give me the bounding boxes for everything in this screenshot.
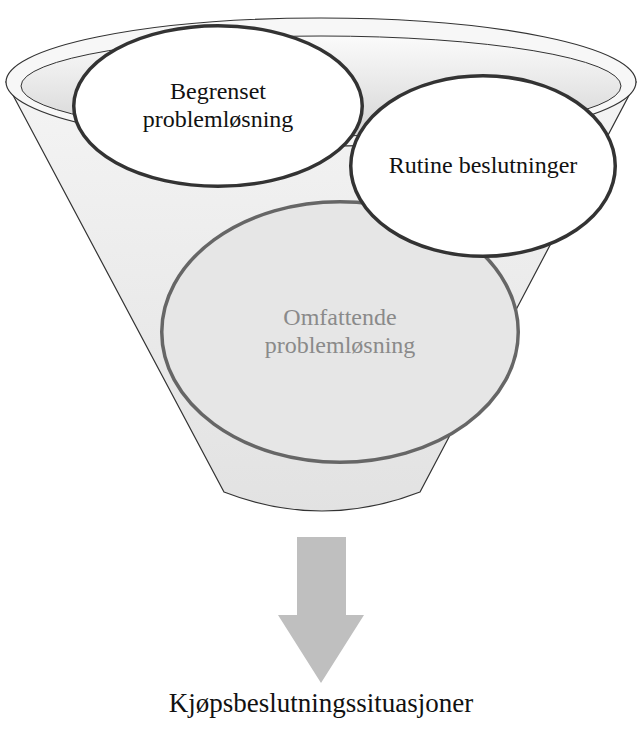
caption-label: Kjøpsbeslutningssituasjoner [169, 688, 474, 719]
node-label: Begrenset problemløsning [113, 78, 323, 133]
node-label: Omfattende problemløsning [210, 304, 470, 359]
node-label: Rutine beslutninger [388, 152, 578, 180]
node-content: Begrenset problemløsning [72, 24, 364, 188]
down-arrow [278, 537, 364, 683]
ellipse-node: Begrenset problemløsning [72, 24, 364, 188]
ellipse-node: Rutine beslutninger [349, 74, 617, 258]
node-content: Rutine beslutninger [349, 74, 617, 258]
